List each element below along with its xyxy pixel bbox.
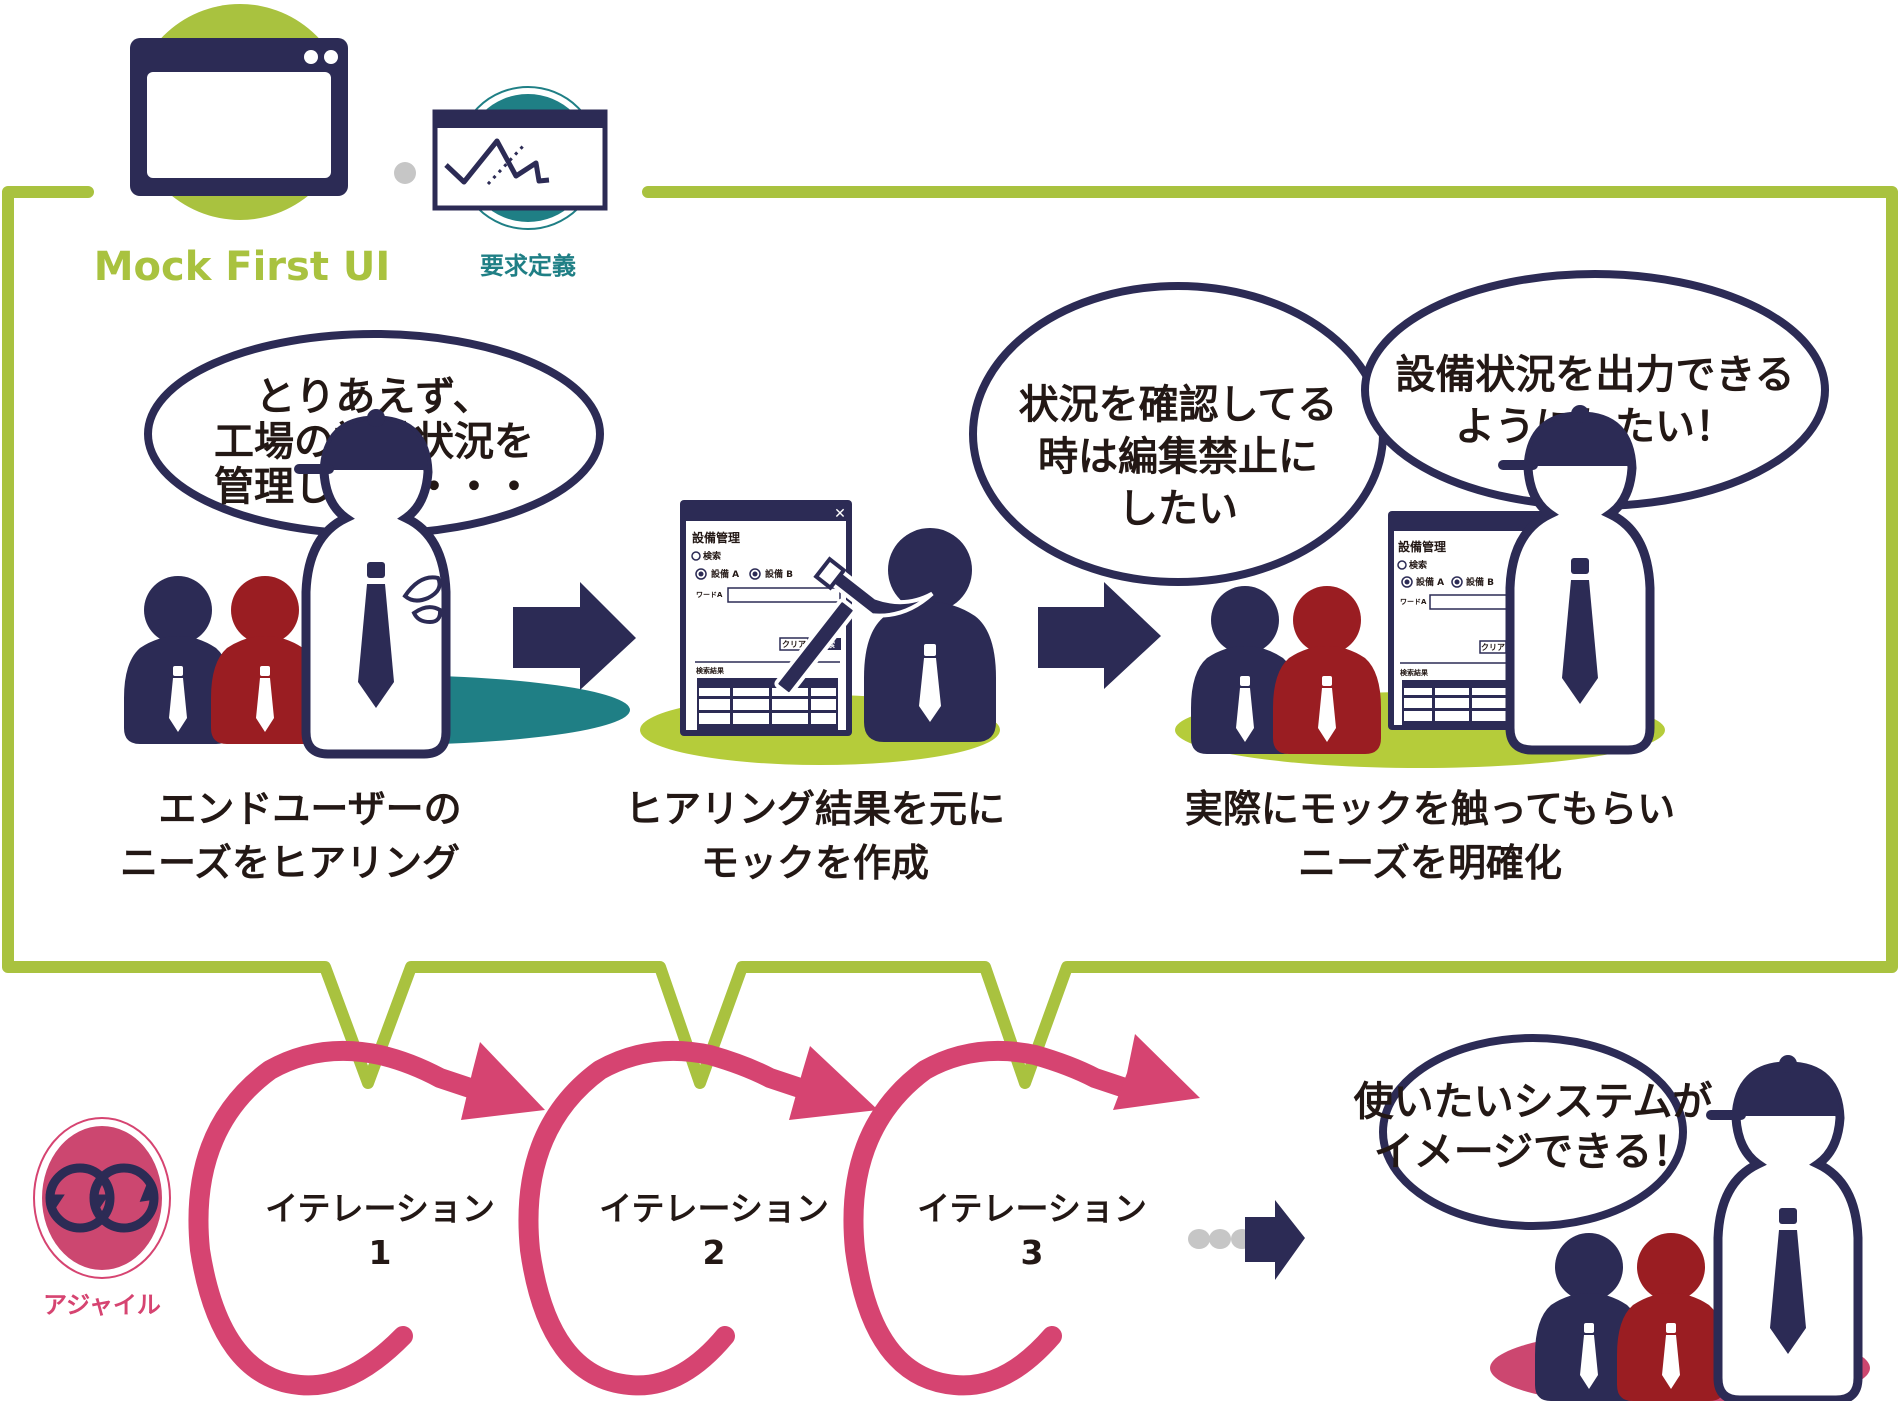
final-scene: 使いたいシステムが イメージできる！ bbox=[1354, 1034, 1870, 1401]
arrow-right-icon bbox=[1245, 1200, 1305, 1280]
user-crimson-figure bbox=[1273, 586, 1381, 754]
svg-text:クリア: クリア bbox=[1481, 642, 1505, 652]
iteration-loop bbox=[518, 1040, 878, 1396]
browser-window-icon bbox=[130, 38, 348, 196]
mock-results-label: 検索結果 bbox=[1400, 668, 1428, 677]
step-caption: ヒアリング結果を元に bbox=[625, 787, 1005, 831]
clear-button[interactable]: クリア bbox=[1479, 640, 1507, 654]
radio-option-b[interactable]: 設備 B bbox=[749, 568, 793, 580]
svg-text:設備 A: 設備 A bbox=[711, 568, 739, 580]
requirements-badge: 要求定義 bbox=[432, 86, 608, 280]
bubble-line: したい bbox=[1118, 486, 1238, 532]
bubble-line: 時は編集禁止に bbox=[1038, 434, 1318, 480]
word-input[interactable] bbox=[727, 587, 841, 603]
svg-text:イテレーション: イテレーション bbox=[917, 1189, 1147, 1228]
arrow-right-icon bbox=[513, 582, 636, 690]
radio-option-a[interactable]: 設備 A bbox=[695, 568, 739, 580]
svg-text:イテレーション: イテレーション bbox=[265, 1189, 495, 1228]
step-caption: エンドユーザーの bbox=[158, 787, 461, 831]
agile-badge: アジャイル bbox=[33, 1117, 171, 1319]
bubble-line: 状況を確認してる bbox=[1019, 382, 1338, 428]
svg-text:クリア: クリア bbox=[782, 639, 806, 649]
mock-field-label: ワードA bbox=[1400, 598, 1427, 606]
step-caption: モックを作成 bbox=[701, 841, 929, 885]
svg-text:設備 A: 設備 A bbox=[1416, 576, 1444, 588]
mock-first-ui-badge: Mock First UI bbox=[94, 4, 391, 290]
mock-results-label: 検索結果 bbox=[696, 666, 724, 675]
chart-window-icon bbox=[432, 109, 608, 211]
agile-label: アジャイル bbox=[43, 1291, 161, 1319]
mock-search-label: 検索 bbox=[1409, 559, 1427, 571]
iteration-loop bbox=[843, 1034, 1200, 1396]
iteration-cycles bbox=[188, 1034, 1200, 1396]
svg-text:設備 B: 設備 B bbox=[1466, 576, 1494, 588]
mock-first-ui-label: Mock First UI bbox=[94, 244, 391, 290]
hammer-icon bbox=[774, 556, 934, 697]
close-icon[interactable]: ✕ bbox=[834, 506, 846, 522]
user-crimson-figure bbox=[1617, 1233, 1725, 1401]
step-clarify-needs: 状況を確認してる 時は編集禁止に したい 設備状況を出力できる ようにしたい！ … bbox=[969, 270, 1829, 885]
mock-title: 設備管理 bbox=[692, 530, 740, 545]
requirements-label: 要求定義 bbox=[480, 252, 576, 280]
svg-text:3: 3 bbox=[1021, 1233, 1044, 1272]
bubble-line: 設備状況を出力できる bbox=[1395, 352, 1794, 398]
iteration-3-label: イテレーション 3 bbox=[917, 1189, 1147, 1272]
developer-figure bbox=[864, 528, 996, 742]
cycle-arrows-icon bbox=[45, 1163, 159, 1233]
mock-field-label: ワードA bbox=[696, 591, 723, 599]
sweat-drops-icon bbox=[402, 575, 443, 625]
step-caption: ニーズを明確化 bbox=[1298, 841, 1562, 885]
separator-dot bbox=[394, 162, 416, 184]
ellipsis-dots bbox=[1188, 1229, 1253, 1249]
step-caption: 実際にモックを触ってもらい bbox=[1185, 787, 1675, 831]
consultant-figure bbox=[1706, 1055, 1858, 1400]
bubble-line: イメージできる！ bbox=[1374, 1129, 1692, 1175]
svg-text:1: 1 bbox=[369, 1233, 392, 1272]
mock-search-label: 検索 bbox=[703, 550, 721, 562]
bubble-line: 使いたいシステムが bbox=[1354, 1079, 1713, 1125]
speech-bubble-edit-lock: 状況を確認してる 時は編集禁止に したい bbox=[969, 282, 1387, 586]
step-hearing: とりあえず、 工場の設備状況を 管理したい・・・ エンドユーザーの ニーズをヒア… bbox=[120, 330, 630, 885]
radio-option-b[interactable]: 設備 B bbox=[1451, 576, 1494, 588]
search-icon bbox=[691, 551, 701, 561]
svg-text:イテレーション: イテレーション bbox=[599, 1189, 829, 1228]
iteration-loop bbox=[188, 1040, 545, 1396]
iteration-2-label: イテレーション 2 bbox=[599, 1189, 829, 1272]
process-frame bbox=[2, 186, 1898, 1089]
svg-text:2: 2 bbox=[703, 1233, 726, 1272]
arrow-right-icon bbox=[1038, 582, 1161, 689]
results-table bbox=[697, 678, 838, 730]
search-icon bbox=[1397, 560, 1407, 570]
step-caption: ニーズをヒアリング bbox=[120, 841, 460, 885]
speech-bubble-result: 使いたいシステムが イメージできる！ bbox=[1354, 1034, 1713, 1230]
radio-option-a[interactable]: 設備 A bbox=[1401, 576, 1444, 588]
mock-title: 設備管理 bbox=[1398, 539, 1446, 554]
iteration-1-label: イテレーション 1 bbox=[265, 1189, 495, 1272]
svg-text:設備 B: 設備 B bbox=[765, 568, 793, 580]
step-create-mock: ✕ 設備管理 検索 設備 A 設備 B ワードA クリア 検索 検索結果 bbox=[625, 500, 1005, 885]
